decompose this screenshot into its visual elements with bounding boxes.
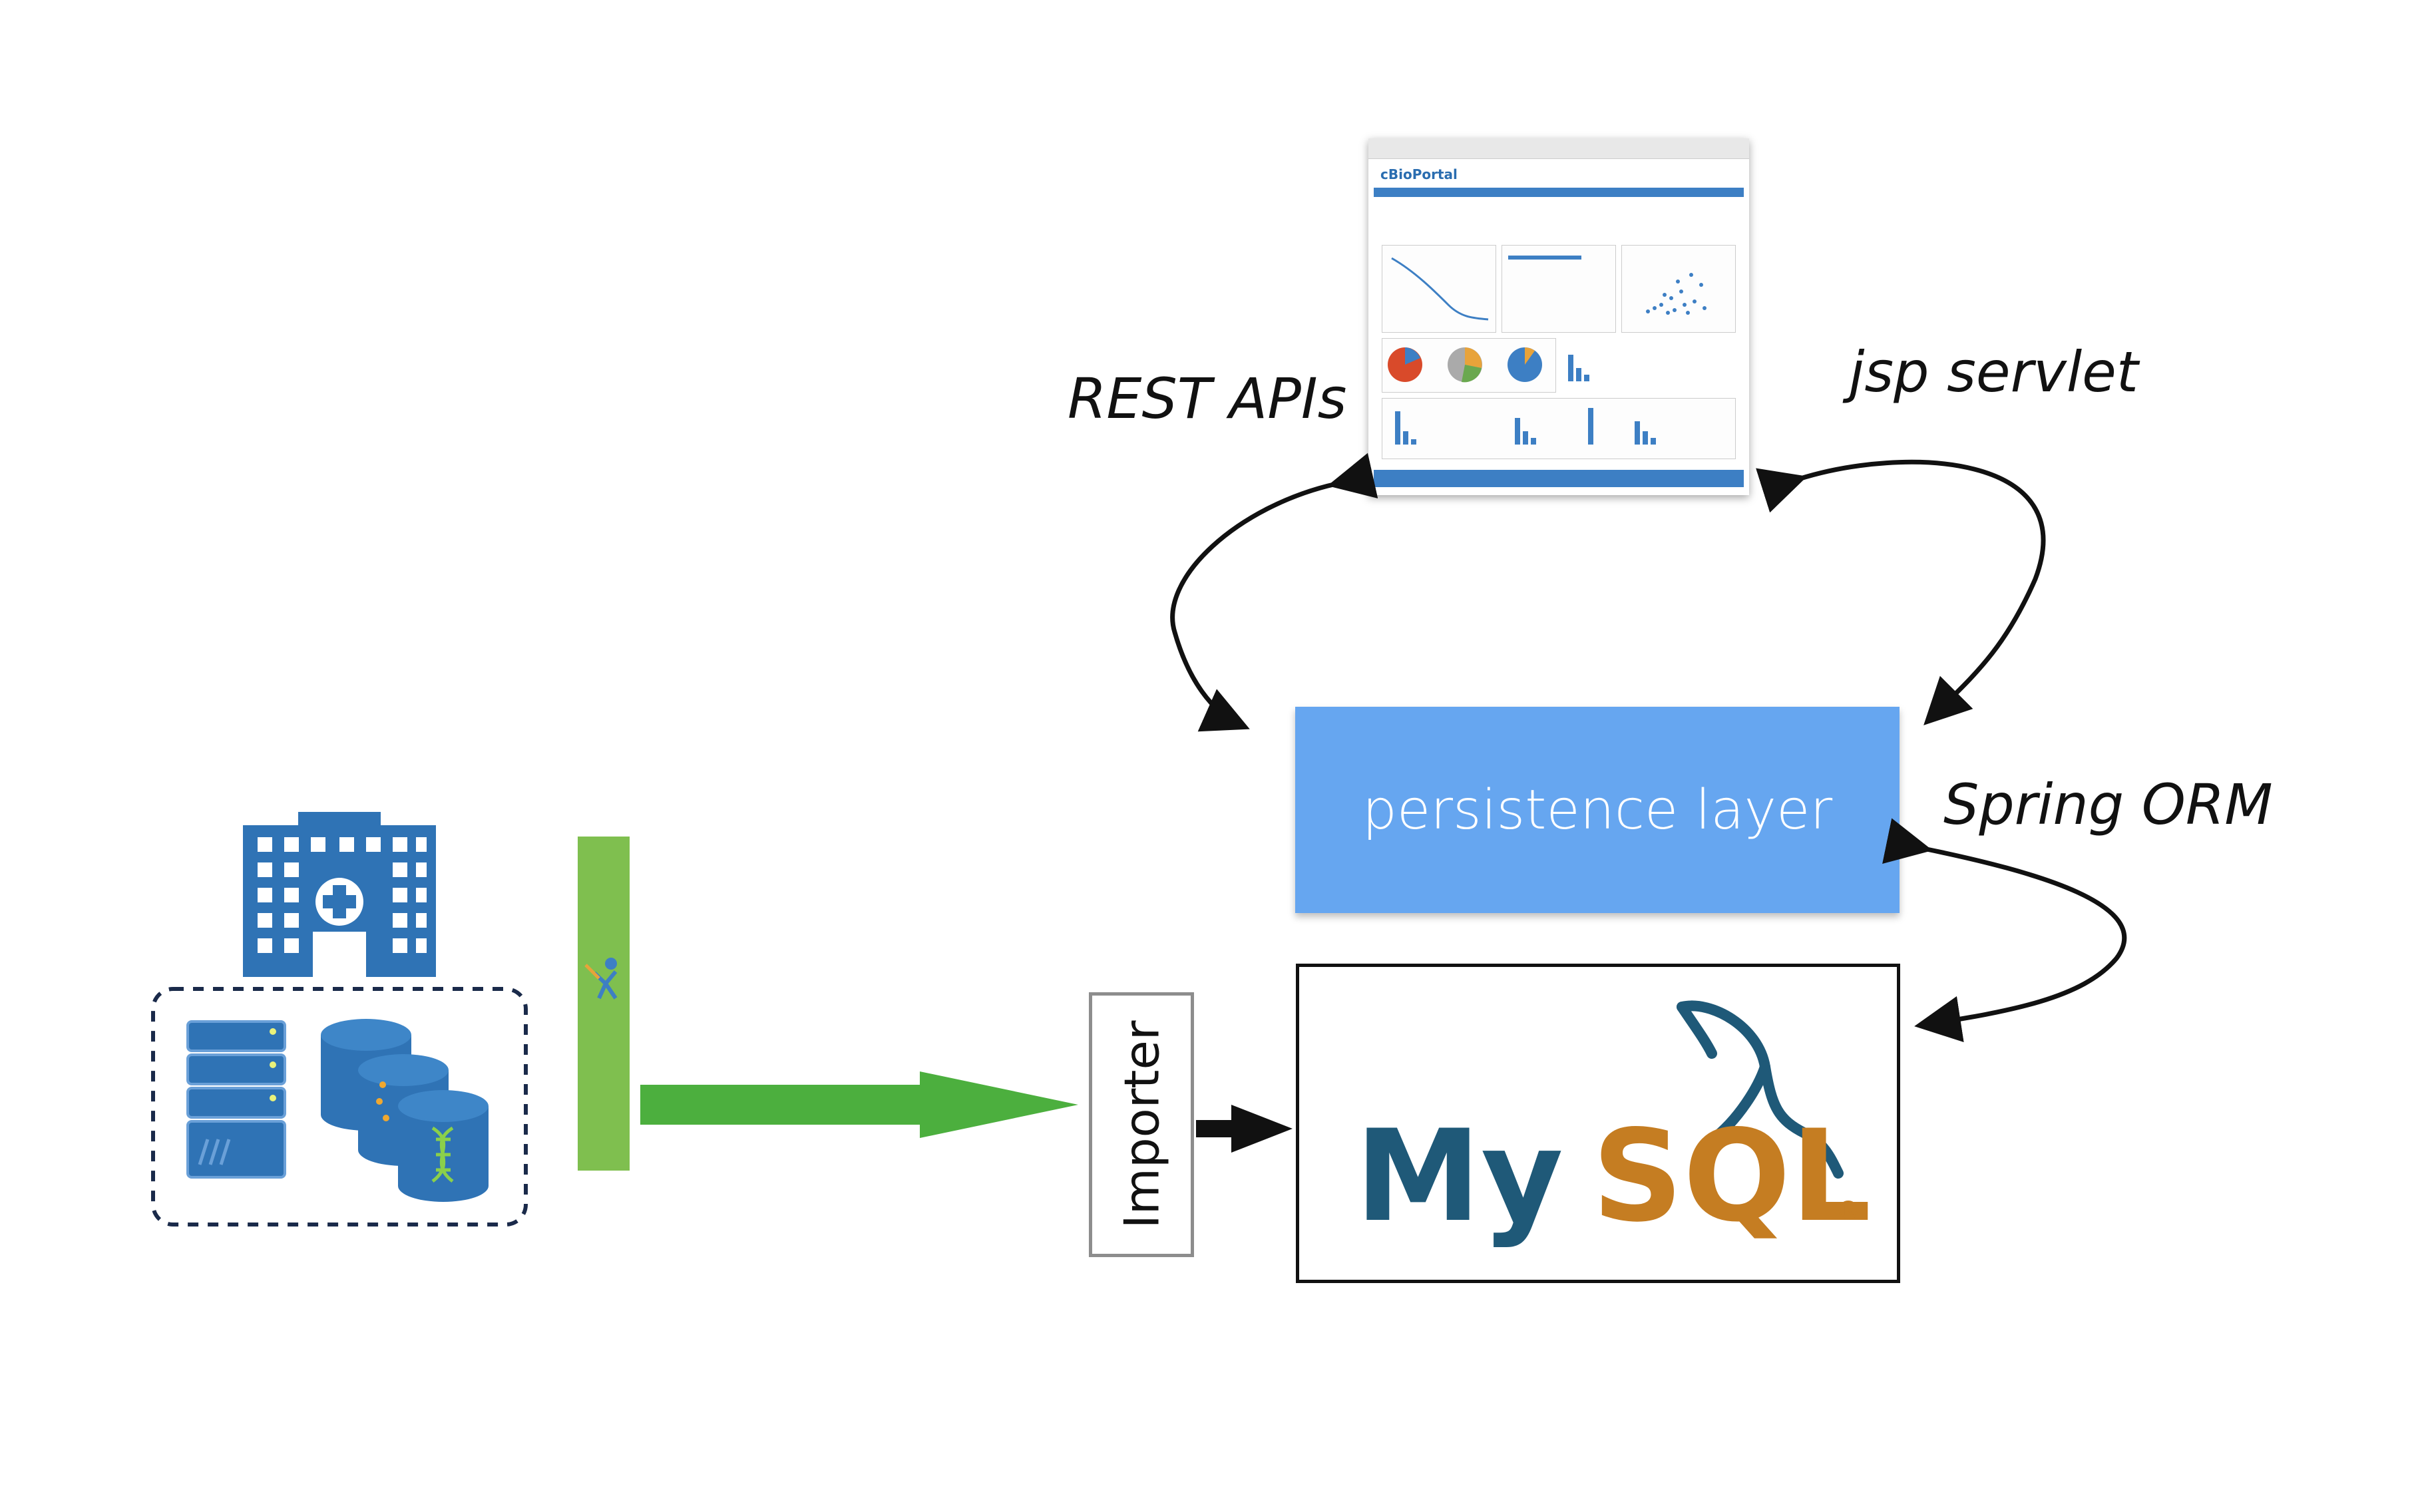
dashboard-footer xyxy=(1374,470,1744,487)
importer-to-mysql-arrow xyxy=(1196,1105,1293,1153)
persistence-layer-label: persistence layer xyxy=(1362,778,1833,842)
mysql-dolphin-icon xyxy=(1677,1000,1844,1179)
mysql-wordmark-my: My xyxy=(1355,1103,1563,1250)
jsp-servlet-label: jsp servlet xyxy=(1849,339,2138,405)
mysql-wordmark-sql: SQL xyxy=(1592,1103,1871,1250)
importer-box: Importer xyxy=(1089,992,1194,1257)
chart-panel xyxy=(1382,398,1736,459)
spring-orm-arrow xyxy=(1882,818,2127,1043)
mysql-registered-mark: ® xyxy=(1835,1196,1862,1227)
rest-apis-arrow xyxy=(1170,453,1378,732)
cbioportal-screenshot: cBioPortal xyxy=(1368,138,1749,495)
chart-panel xyxy=(1621,245,1736,333)
dashboard-charts xyxy=(1388,256,1707,445)
persistence-layer-box: persistence layer xyxy=(1295,707,1900,913)
dna-icon xyxy=(431,1126,454,1183)
mysql-box: My SQL ® xyxy=(1296,964,1900,1283)
browser-chrome xyxy=(1368,138,1749,159)
cbioportal-logo-icon xyxy=(584,958,618,1000)
jsp-servlet-arrow xyxy=(1756,459,2046,725)
cbioportal-logo-text: cBioPortal xyxy=(1380,166,1458,182)
import-flow-arrow xyxy=(640,1071,1078,1138)
cbioportal-data-bar xyxy=(578,837,630,1171)
database-icon xyxy=(321,1019,489,1202)
spring-orm-label: Spring ORM xyxy=(1943,772,2273,837)
mysql-logo: My SQL ® xyxy=(1355,1000,1871,1250)
data-sources-container xyxy=(151,987,528,1227)
hospital-icon xyxy=(243,812,436,977)
rest-apis-label: REST APIs xyxy=(1068,366,1347,431)
server-icon xyxy=(186,1020,286,1179)
dashboard-navbar xyxy=(1374,188,1744,197)
